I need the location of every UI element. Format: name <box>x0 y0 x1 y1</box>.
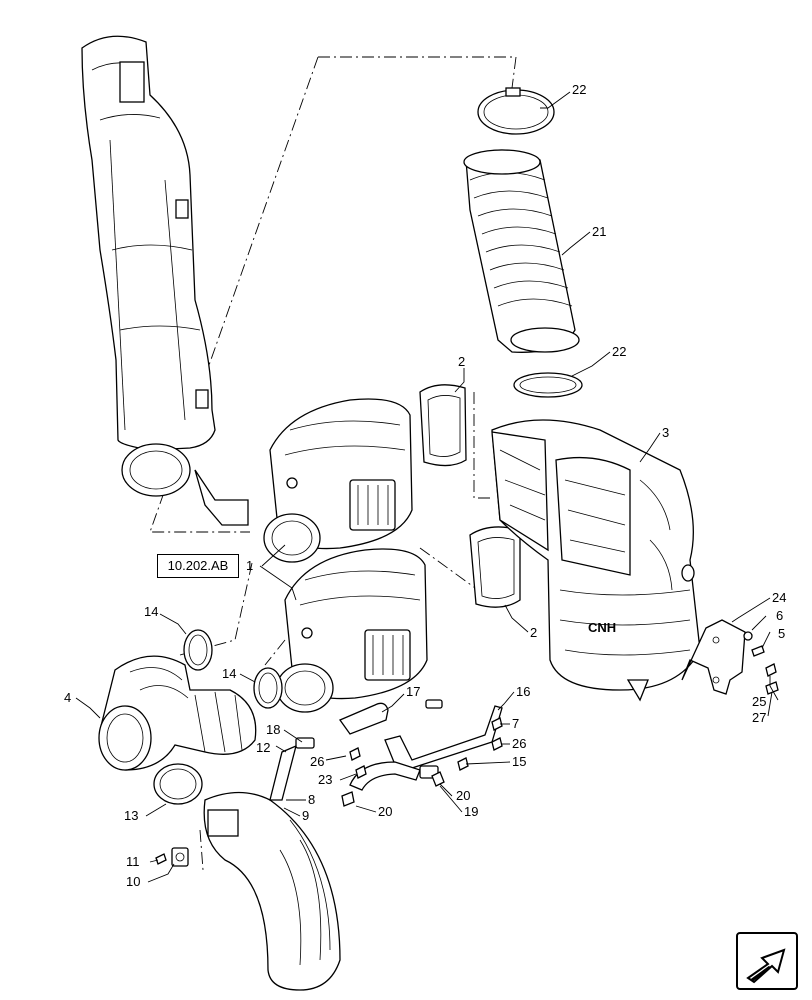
callout-9[interactable]: 9 <box>302 808 309 823</box>
tube-17[interactable] <box>339 702 389 735</box>
callout-27[interactable]: 27 <box>752 710 766 725</box>
callout-14-right[interactable]: 14 <box>222 666 236 681</box>
screw-11[interactable] <box>155 853 167 865</box>
callout-5[interactable]: 5 <box>778 626 785 641</box>
duct-clip <box>195 389 209 409</box>
sensor-mount <box>207 809 239 837</box>
clamp-20-right[interactable] <box>431 771 445 787</box>
callout-4[interactable]: 4 <box>64 690 71 705</box>
callout-17[interactable]: 17 <box>406 684 420 699</box>
sensor-10[interactable] <box>171 847 189 867</box>
hose-clamp-13[interactable] <box>153 763 203 805</box>
callout-13[interactable]: 13 <box>124 808 138 823</box>
callout-6[interactable]: 6 <box>776 608 783 623</box>
duct-mount-tab <box>194 469 249 526</box>
fitting-23[interactable] <box>355 765 367 779</box>
clip-7[interactable] <box>491 717 503 731</box>
duct-outlet <box>121 443 191 497</box>
hose-clamp-14-left[interactable] <box>183 629 213 671</box>
callout-2-upper[interactable]: 2 <box>458 354 465 369</box>
callout-10[interactable]: 10 <box>126 874 140 889</box>
reference-link-10-202-ab[interactable]: 10.202.AB <box>157 554 239 578</box>
callout-26-left[interactable]: 26 <box>310 754 324 769</box>
callout-8[interactable]: 8 <box>308 792 315 807</box>
callout-22-lower[interactable]: 22 <box>612 344 626 359</box>
clip-15[interactable] <box>457 757 469 771</box>
hose-12[interactable] <box>269 737 315 801</box>
hose-clamp-14-right[interactable] <box>253 667 283 709</box>
duct-clip <box>175 199 189 219</box>
callout-15[interactable]: 15 <box>512 754 526 769</box>
callout-leaders <box>75 91 779 883</box>
duct-bracket <box>119 61 145 103</box>
clamp-20-left[interactable] <box>341 791 355 807</box>
callout-3[interactable]: 3 <box>662 425 669 440</box>
callout-19[interactable]: 19 <box>464 804 478 819</box>
seal-gasket-upper[interactable] <box>419 384 467 467</box>
vertical-air-duct[interactable] <box>81 35 249 526</box>
callout-14-left[interactable]: 14 <box>144 604 158 619</box>
callout-23[interactable]: 23 <box>318 772 332 787</box>
callout-18[interactable]: 18 <box>266 722 280 737</box>
callout-12[interactable]: 12 <box>256 740 270 755</box>
callout-20-left[interactable]: 20 <box>378 804 392 819</box>
intake-bend-duct[interactable] <box>203 791 341 991</box>
callout-2-lower[interactable]: 2 <box>530 625 537 640</box>
air-filter-upper[interactable] <box>263 398 413 563</box>
bolt-27[interactable] <box>765 681 779 695</box>
brand-mark: CNH <box>588 620 616 635</box>
next-page-button[interactable] <box>736 932 798 990</box>
inlet-port <box>491 431 549 552</box>
callout-25[interactable]: 25 <box>752 694 766 709</box>
pipe-16[interactable] <box>384 699 503 773</box>
callout-1[interactable]: 1 <box>246 558 253 573</box>
bolt-25[interactable] <box>765 663 777 677</box>
callout-16[interactable]: 16 <box>516 684 530 699</box>
callout-22-upper[interactable]: 22 <box>572 82 586 97</box>
next-page-arrow-icon <box>746 948 786 984</box>
callout-7[interactable]: 7 <box>512 716 519 731</box>
bolt-5[interactable] <box>751 645 765 657</box>
air-cleaner-housing[interactable]: CNH <box>491 419 701 702</box>
bellows-hose[interactable] <box>463 149 580 353</box>
air-filter-lower[interactable] <box>276 548 428 713</box>
clip-26-left[interactable] <box>349 747 361 761</box>
callout-11[interactable]: 11 <box>126 854 140 869</box>
callout-24[interactable]: 24 <box>772 590 786 605</box>
callout-21[interactable]: 21 <box>592 224 606 239</box>
hose-clamp-upper[interactable] <box>477 87 555 135</box>
filter-clamp-set <box>349 479 396 531</box>
clip-26-right[interactable] <box>491 737 503 751</box>
filter-clamp-set <box>364 629 411 681</box>
callout-labels: 22 21 22 2 3 1 2 24 6 5 25 27 14 14 4 17… <box>64 82 786 889</box>
callout-26-right[interactable]: 26 <box>512 736 526 751</box>
elbow-hose[interactable] <box>98 655 257 771</box>
seal-gasket-lower[interactable] <box>469 526 521 608</box>
callout-20-right[interactable]: 20 <box>456 788 470 803</box>
washer-6[interactable] <box>743 631 753 641</box>
mounting-bracket[interactable] <box>681 619 746 695</box>
hose-clamp-lower[interactable] <box>513 372 583 398</box>
